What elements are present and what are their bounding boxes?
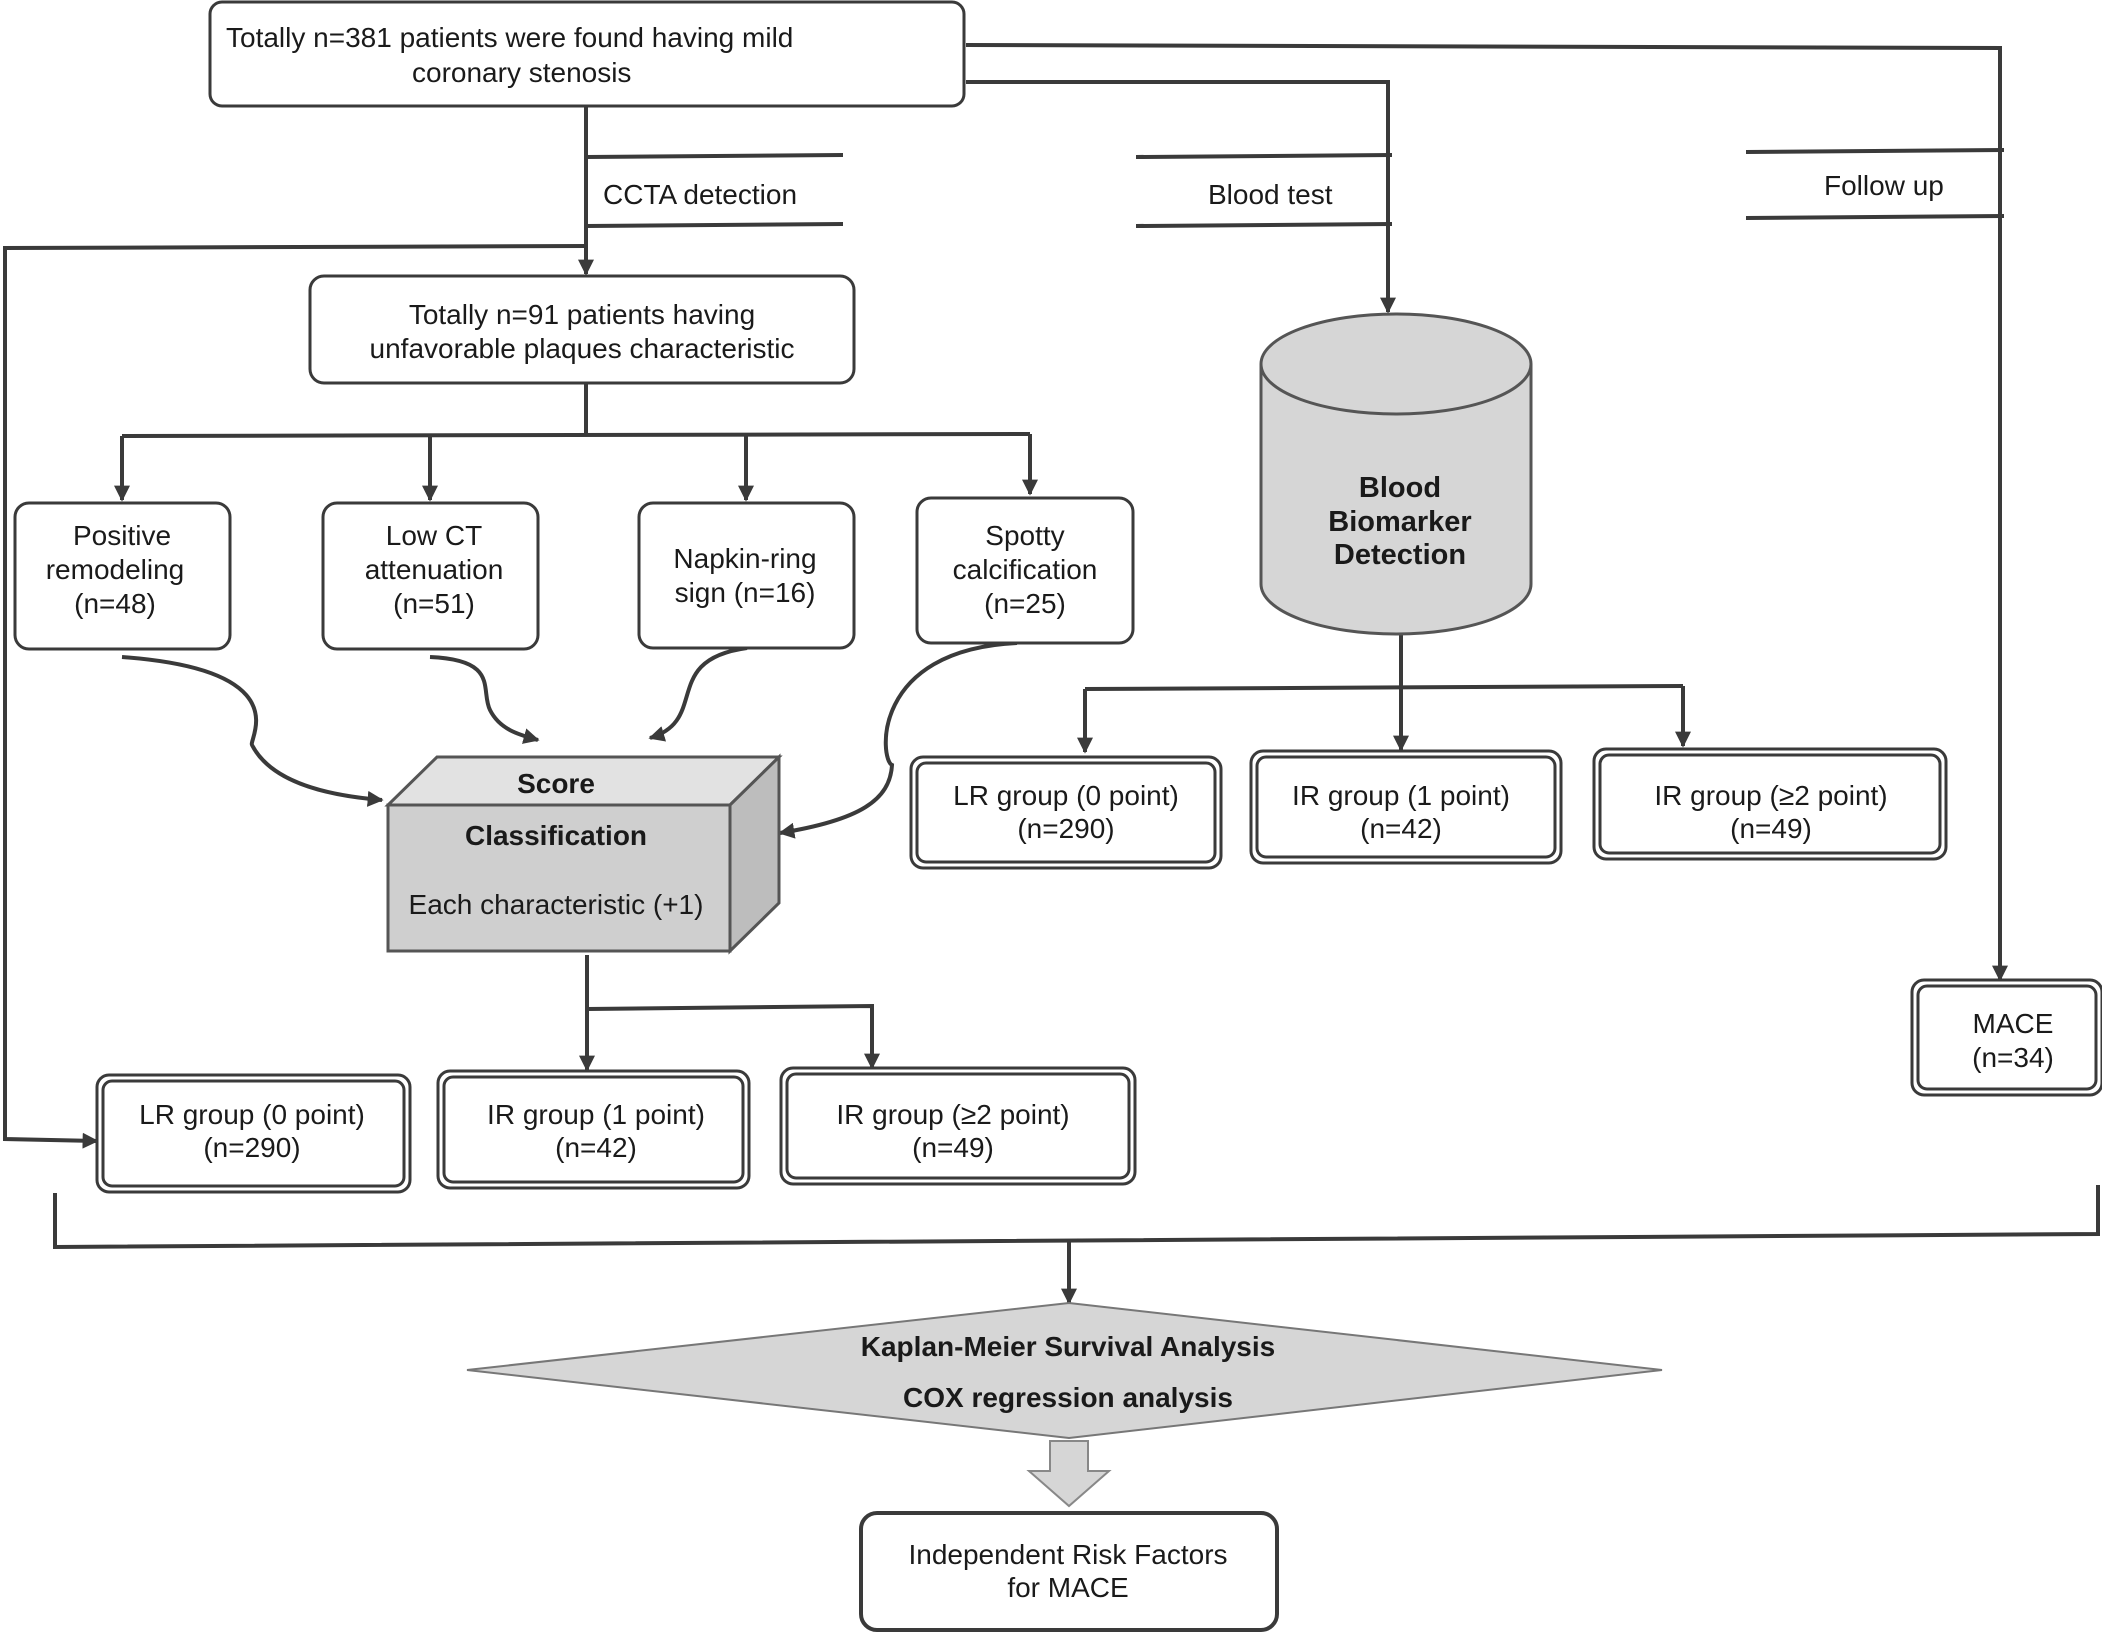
positive-remodeling-line1: Positive bbox=[73, 520, 171, 551]
score-rule-label: Each characteristic (+1) bbox=[409, 889, 704, 920]
unfavorable-line1: Totally n=91 patients having bbox=[409, 299, 755, 330]
start-population-line2: coronary stenosis bbox=[412, 57, 631, 88]
mace-line1: MACE bbox=[1973, 1008, 2054, 1039]
spotty-line1: Spotty bbox=[985, 520, 1064, 551]
unfavorable-plaques-box: Totally n=91 patients having unfavorable… bbox=[308, 274, 856, 385]
blood-group-lr: LR group (0 point) (n=290) bbox=[909, 755, 1223, 870]
follow-up-label: Follow up bbox=[1824, 170, 1944, 201]
blood-test-label: Blood test bbox=[1208, 179, 1333, 210]
score-group-lr-line1: LR group (0 point) bbox=[139, 1099, 365, 1130]
low-ct-attenuation-box: Low CT attenuation (n=51) bbox=[321, 501, 540, 651]
result-arrow bbox=[1026, 1440, 1112, 1508]
mace-box: MACE (n=34) bbox=[1910, 978, 2102, 1097]
napkin-line1: Napkin-ring bbox=[673, 543, 816, 574]
spotty-line2: calcification bbox=[953, 554, 1098, 585]
score-group-ir1-line1: IR group (1 point) bbox=[487, 1099, 705, 1130]
blood-group-ir2: IR group (≥2 point) (n=49) bbox=[1592, 747, 1948, 861]
score-group-ir2-line2: (n=49) bbox=[912, 1132, 994, 1163]
positive-remodeling-box: Positive remodeling (n=48) bbox=[13, 501, 232, 651]
score-classification-label: Classification bbox=[465, 820, 647, 851]
positive-remodeling-line3: (n=48) bbox=[74, 588, 156, 619]
independent-risk-factors-box: Independent Risk Factors for MACE bbox=[859, 1511, 1279, 1632]
blood-biomarker-cylinder: Blood Biomarker Detection bbox=[1259, 312, 1533, 636]
mace-line2: (n=34) bbox=[1972, 1042, 2054, 1073]
analysis-line2: COX regression analysis bbox=[903, 1382, 1233, 1413]
blood-group-ir2-line1: IR group (≥2 point) bbox=[1654, 780, 1887, 811]
unfavorable-line2: unfavorable plaques characteristic bbox=[370, 333, 795, 364]
cylinder-line2: Biomarker bbox=[1328, 506, 1471, 538]
blood-group-ir1: IR group (1 point) (n=42) bbox=[1249, 749, 1563, 865]
score-group-ir2: IR group (≥2 point) (n=49) bbox=[779, 1066, 1137, 1186]
blood-group-lr-line2: (n=290) bbox=[1017, 813, 1114, 844]
score-title: Score bbox=[517, 768, 595, 799]
score-group-ir1: IR group (1 point) (n=42) bbox=[436, 1069, 751, 1190]
low-ct-line1: Low CT bbox=[386, 520, 482, 551]
analysis-line1: Kaplan-Meier Survival Analysis bbox=[861, 1331, 1275, 1362]
low-ct-line3: (n=51) bbox=[393, 588, 475, 619]
blood-group-ir1-line2: (n=42) bbox=[1360, 813, 1442, 844]
start-population-box: Totally n=381 patients were found having… bbox=[208, 0, 966, 108]
blood-group-lr-line1: LR group (0 point) bbox=[953, 780, 1179, 811]
result-line1: Independent Risk Factors bbox=[908, 1539, 1227, 1570]
napkin-ring-sign-box: Napkin-ring sign (n=16) bbox=[637, 501, 856, 650]
spotty-line3: (n=25) bbox=[984, 588, 1066, 619]
score-group-ir1-line2: (n=42) bbox=[555, 1132, 637, 1163]
cylinder-line3: Detection bbox=[1334, 539, 1466, 571]
cylinder-line1: Blood bbox=[1359, 472, 1441, 504]
score-group-lr-line2: (n=290) bbox=[203, 1132, 300, 1163]
start-population-line1: Totally n=381 patients were found having… bbox=[226, 22, 793, 53]
result-line2: for MACE bbox=[1007, 1572, 1128, 1603]
connectors bbox=[3, 43, 2100, 1305]
score-classification-box: Score Classification Each characteristic… bbox=[384, 753, 783, 955]
ccta-detection-label: CCTA detection bbox=[603, 179, 797, 210]
napkin-line2: sign (n=16) bbox=[675, 577, 816, 608]
blood-group-ir2-line2: (n=49) bbox=[1730, 813, 1812, 844]
positive-remodeling-line2: remodeling bbox=[46, 554, 185, 585]
score-group-lr: LR group (0 point) (n=290) bbox=[95, 1073, 412, 1194]
low-ct-line2: attenuation bbox=[365, 554, 504, 585]
survival-analysis-diamond: Kaplan-Meier Survival Analysis COX regre… bbox=[466, 1301, 1663, 1440]
blood-group-ir1-line1: IR group (1 point) bbox=[1292, 780, 1510, 811]
spotty-calcification-box: Spotty calcification (n=25) bbox=[915, 496, 1135, 645]
score-group-ir2-line1: IR group (≥2 point) bbox=[836, 1099, 1069, 1130]
